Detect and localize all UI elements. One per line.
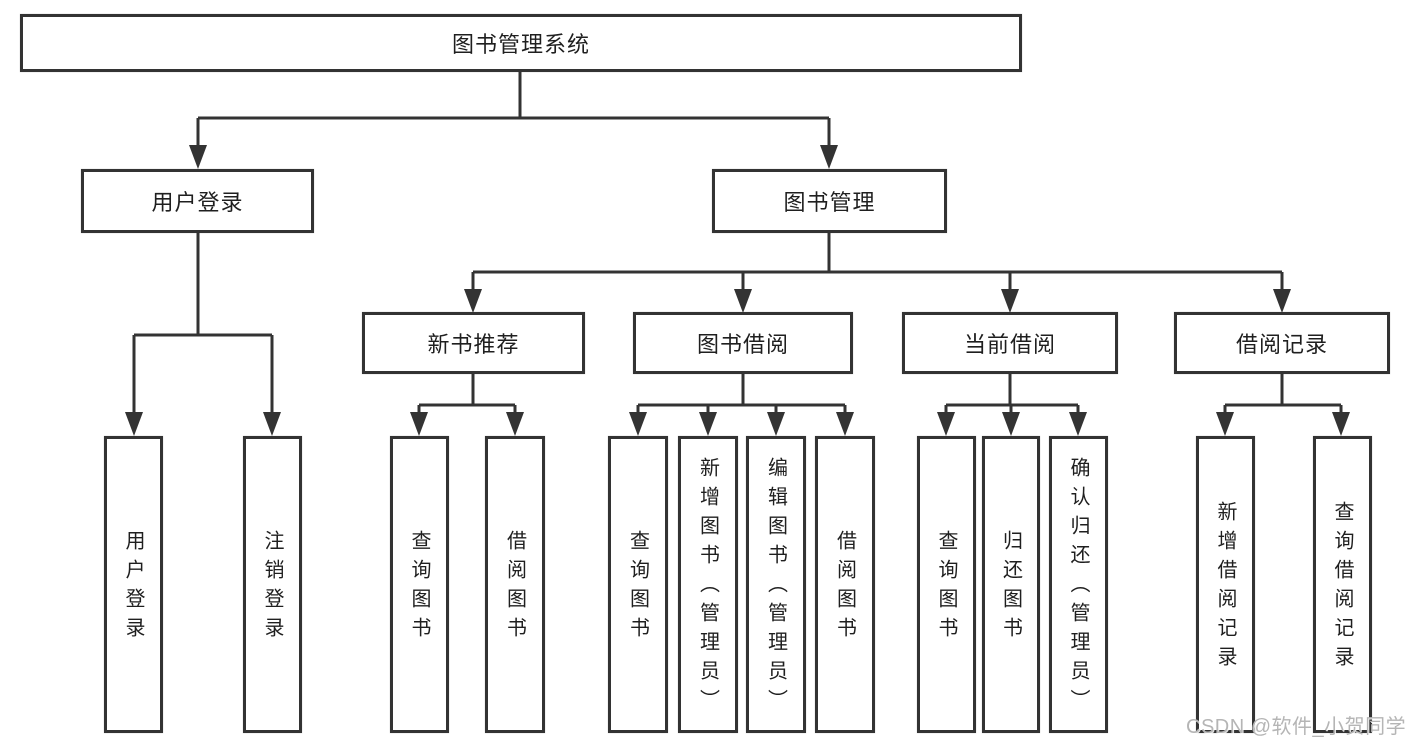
arrow-down-icon xyxy=(1216,412,1234,436)
node-logout-leaf: 注销登录 xyxy=(243,436,302,733)
node-add-borrow-record: 新增借阅记录 xyxy=(1196,436,1255,733)
arrow-down-icon xyxy=(1069,412,1087,436)
node-add-book-admin: 新增图书（管理员） xyxy=(678,436,738,733)
arrow-down-icon xyxy=(464,289,482,313)
arrow-down-icon xyxy=(189,145,207,169)
node-borrow-books-leaf: 借阅图书 xyxy=(815,436,875,733)
arrow-down-icon xyxy=(836,412,854,436)
node-user-login-leaf: 用户登录 xyxy=(104,436,163,733)
node-query-books-borrowing: 查询图书 xyxy=(608,436,668,733)
node-borrow-books-recommend: 借阅图书 xyxy=(485,436,545,733)
node-current-borrowing: 当前借阅 xyxy=(902,312,1118,374)
connector-arrowheads xyxy=(125,145,1350,436)
arrow-down-icon xyxy=(1273,289,1291,313)
arrow-down-icon xyxy=(699,412,717,436)
node-query-borrow-record: 查询借阅记录 xyxy=(1313,436,1372,733)
arrow-down-icon xyxy=(734,289,752,313)
arrow-down-icon xyxy=(1332,412,1350,436)
node-new-book-recommendation: 新书推荐 xyxy=(362,312,585,374)
node-root-system: 图书管理系统 xyxy=(20,14,1022,72)
arrow-down-icon xyxy=(820,145,838,169)
arrow-down-icon xyxy=(767,412,785,436)
arrow-down-icon xyxy=(263,412,281,436)
node-query-books-current: 查询图书 xyxy=(917,436,976,733)
node-edit-book-admin: 编辑图书（管理员） xyxy=(746,436,806,733)
node-query-books-recommend: 查询图书 xyxy=(390,436,449,733)
arrow-down-icon xyxy=(629,412,647,436)
arrow-down-icon xyxy=(125,412,143,436)
arrow-down-icon xyxy=(937,412,955,436)
arrow-down-icon xyxy=(410,412,428,436)
connector-lines xyxy=(132,72,1343,414)
node-borrowing-records: 借阅记录 xyxy=(1174,312,1390,374)
arrow-down-icon xyxy=(1002,412,1020,436)
node-confirm-return-admin: 确认归还（管理员） xyxy=(1049,436,1108,733)
node-book-borrowing: 图书借阅 xyxy=(633,312,853,374)
node-book-management-module: 图书管理 xyxy=(712,169,947,233)
arrow-down-icon xyxy=(506,412,524,436)
csdn-watermark: CSDN @软件_小贺同学 xyxy=(1186,716,1405,738)
arrow-down-icon xyxy=(1001,289,1019,313)
node-return-books: 归还图书 xyxy=(982,436,1040,733)
node-user-login-module: 用户登录 xyxy=(81,169,314,233)
